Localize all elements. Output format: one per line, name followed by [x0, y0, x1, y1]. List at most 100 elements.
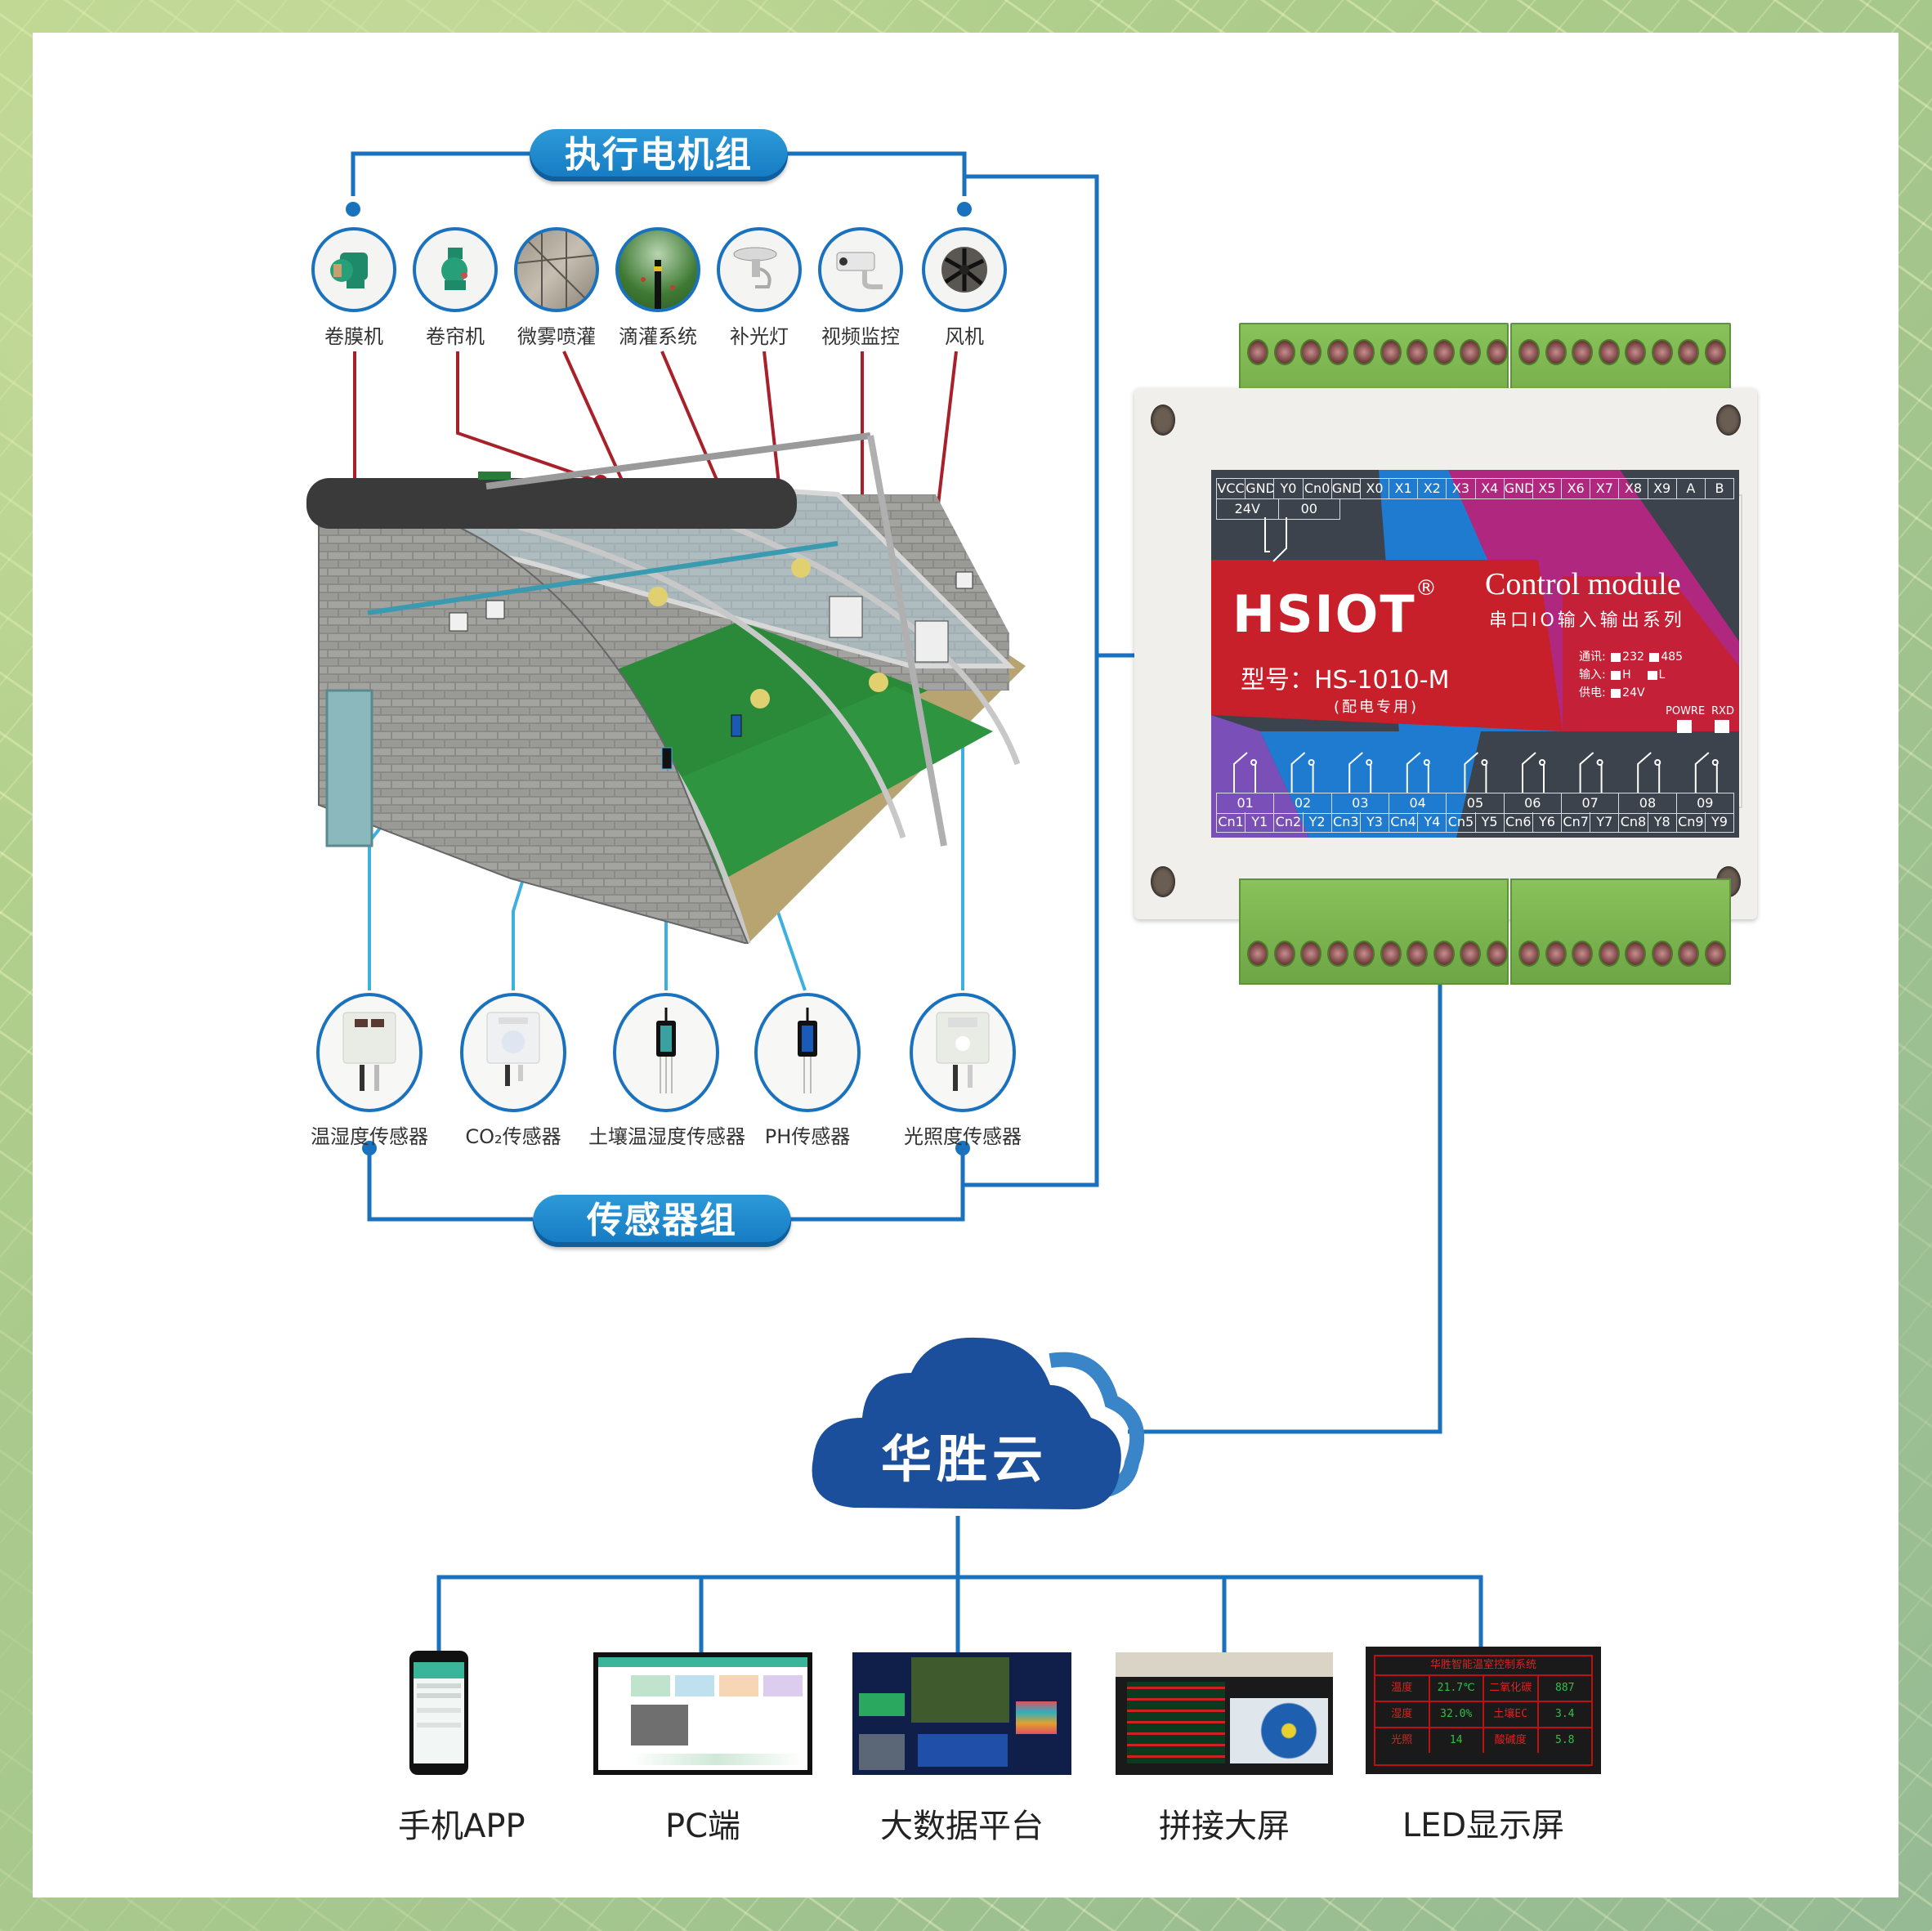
- terminal-screw: [1704, 941, 1726, 967]
- led-value: 3.4: [1555, 1708, 1575, 1720]
- dashboard-icon: [852, 1652, 1071, 1775]
- terminal-screw: [1326, 941, 1348, 967]
- terminal-label: Cn3: [1332, 812, 1361, 832]
- terminal-screw: [1545, 941, 1567, 967]
- terminal-screw: [1625, 941, 1646, 967]
- terminal-screw: [1651, 941, 1673, 967]
- terminal-screw: [1273, 339, 1295, 365]
- drip-irrigation-icon: [641, 260, 675, 309]
- brand-logo: HSIOT: [1232, 584, 1416, 644]
- relay-channel-label: 03: [1332, 793, 1389, 813]
- terminal-label: Cn4: [1389, 812, 1419, 832]
- terminal-label: Y4: [1418, 812, 1447, 832]
- terminal-screw: [1273, 941, 1295, 967]
- led-key: 二氧化碳: [1484, 1676, 1539, 1701]
- greenhouse-illustration: [306, 432, 1026, 944]
- relay-symbol: [1694, 752, 1718, 793]
- terminal-label: X2: [1418, 479, 1447, 498]
- rxd-indicator-label: RXD: [1711, 705, 1734, 717]
- led-key: 酸碱度: [1484, 1728, 1539, 1753]
- actuator-film-roller: 卷膜机: [309, 227, 399, 349]
- terminal-screw: [1572, 941, 1593, 967]
- terminal-screw: [1678, 339, 1699, 365]
- terminal-phone: 手机APP: [398, 1651, 525, 1847]
- sensor-label: 土壤温湿度传感器: [588, 1125, 745, 1148]
- terminal-screw: [1353, 339, 1375, 365]
- terminal-label: Y0: [1274, 479, 1304, 498]
- mist-sprayer-icon: [517, 230, 596, 309]
- terminal-label: Cn7: [1562, 812, 1591, 832]
- led-value: 887: [1555, 1682, 1575, 1694]
- terminal-label: Cn9: [1677, 812, 1706, 832]
- terminal-label: X7: [1590, 479, 1620, 498]
- led-key: 土壤EC: [1484, 1702, 1539, 1727]
- led-value: 14: [1430, 1728, 1484, 1753]
- module-model: 型号：HS-1010-M: [1241, 666, 1450, 695]
- actuator-label: 卷帘机: [426, 325, 485, 348]
- relay-channel-label: 04: [1389, 793, 1447, 813]
- terminal-pc: PC端: [593, 1652, 813, 1847]
- relay-channel-label: 08: [1619, 793, 1677, 813]
- fan-icon: [941, 247, 987, 293]
- terminal-label: PC端: [664, 1808, 741, 1845]
- actuator-grow-light: 补光灯: [714, 227, 804, 349]
- terminal-label: LED显示屏: [1402, 1807, 1565, 1844]
- terminal-dashboard: 大数据平台: [852, 1652, 1072, 1847]
- led-key: 光照: [1375, 1728, 1430, 1753]
- light-sensor-icon: [936, 1012, 990, 1091]
- terminal-label: GND: [1246, 479, 1275, 498]
- led-key: 温度: [1375, 1676, 1430, 1701]
- terminal-label: X1: [1389, 479, 1419, 498]
- top-terminal-sublabels: 24V 00: [1216, 499, 1340, 520]
- terminal-label: 拼接大屏: [1159, 1808, 1290, 1845]
- sensor-label: CO₂传感器: [465, 1125, 561, 1148]
- bottom-terminal-block: [1239, 878, 1509, 985]
- terminal-label: X9: [1648, 479, 1677, 498]
- relay-symbol: [1464, 752, 1487, 793]
- terminal-label: Y7: [1590, 812, 1620, 832]
- terminal-screw: [1598, 941, 1620, 967]
- registered-mark: ®: [1415, 576, 1437, 601]
- terminal-screw: [1486, 941, 1508, 967]
- relay-channel-label: 07: [1562, 793, 1620, 813]
- co2-sensor-icon: [486, 1012, 540, 1086]
- actuator-camera: 视频监控: [816, 227, 906, 349]
- terminal-label: X5: [1533, 479, 1563, 498]
- terminal-video-wall: 拼接大屏: [1114, 1652, 1335, 1847]
- terminal-label: X6: [1562, 479, 1591, 498]
- terminal-label: Cn1: [1217, 812, 1246, 832]
- terminal-label: Y5: [1476, 812, 1505, 832]
- greenhouse-door: [325, 689, 373, 847]
- terminal-label: Y9: [1711, 814, 1728, 829]
- terminal-label: 大数据平台: [880, 1808, 1044, 1845]
- terminal-label: X4: [1476, 479, 1505, 498]
- terminal-label: Y1: [1246, 812, 1275, 832]
- terminal-screw: [1460, 941, 1481, 967]
- pump-icon: [330, 253, 368, 288]
- grow-light-icon: [733, 247, 777, 288]
- module-subtitle: 串口IO输入输出系列: [1489, 610, 1685, 631]
- terminal-screw: [1407, 941, 1428, 967]
- led-key: 湿度: [1375, 1702, 1430, 1727]
- terminal-screw: [1326, 339, 1348, 365]
- sensor-soil: 土壤温湿度传感器: [588, 993, 745, 1149]
- led-title: 华胜智能温室控制系统: [1375, 1656, 1591, 1676]
- relay-symbol: [1579, 752, 1603, 793]
- relay-symbol: [1348, 752, 1372, 793]
- terminal-screw: [1247, 339, 1268, 365]
- sensor-group-title: 传感器组: [533, 1195, 791, 1247]
- cloud-icon: [812, 1337, 1145, 1509]
- pc-icon: [593, 1652, 812, 1775]
- terminal-screw: [1380, 339, 1402, 365]
- terminal-screw: [1518, 941, 1540, 967]
- actuator-group-title: 执行电机组: [530, 129, 788, 181]
- relay-channel-label: 02: [1274, 793, 1332, 813]
- terminal-screw: [1460, 339, 1481, 365]
- terminal-label: X3: [1447, 479, 1476, 498]
- actuator-mist-sprayer: 微雾喷灌: [512, 227, 602, 349]
